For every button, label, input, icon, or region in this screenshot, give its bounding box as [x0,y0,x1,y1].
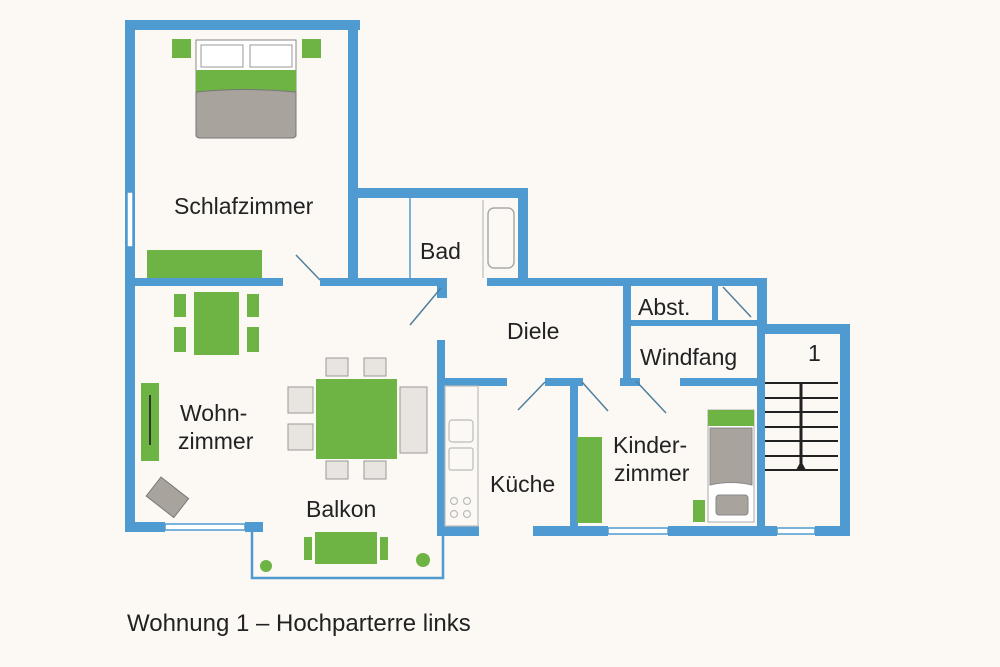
bed-cover [195,89,297,139]
wardrobe [577,437,602,523]
wall [623,286,631,382]
room-label-kinderzimmer-1: Kinder- [613,432,688,458]
wall [348,188,528,198]
dining-table [316,379,397,459]
chair [325,357,349,377]
kitchen-counter [444,385,479,527]
chair [174,294,186,317]
burner [462,509,472,519]
balcony-table [315,532,377,564]
balcony-railing [250,530,445,580]
bed-cover [709,427,753,486]
chair [363,460,387,480]
chair [380,537,388,560]
window [607,527,669,535]
burner [449,509,459,519]
wall [125,20,135,530]
sink [448,447,474,471]
burner [449,496,459,506]
wall [757,324,850,334]
wall [245,522,263,532]
stair-arrow-head-icon [796,461,806,470]
wall [125,522,165,532]
wardrobe [147,250,262,278]
plan-caption: Wohnung 1 – Hochparterre links [127,610,471,637]
room-label-abst: Abst. [638,294,691,320]
chair [325,460,349,480]
wall [348,20,358,282]
toy-box [715,494,749,516]
room-label-schlafzimmer: Schlafzimmer [174,193,314,219]
wall [757,324,765,536]
window [126,191,134,248]
pillow [200,44,244,68]
wall [570,378,578,528]
wall [815,526,850,536]
wall [125,278,283,286]
armchair [145,476,190,519]
nightstand [172,39,191,58]
chair [363,357,387,377]
counter [444,385,479,527]
windows [126,191,816,535]
room-label-diele: Diele [507,318,560,344]
wall [437,526,479,536]
door-swing [295,254,321,281]
chair [287,423,314,451]
wall [631,320,761,326]
room-label-kinderzimmer-2: zimmer [614,460,690,486]
door-swing [581,381,609,412]
door-swing [635,380,667,414]
desk [194,292,239,355]
door-swing [722,286,752,318]
room-label-bad: Bad [420,238,461,264]
window [776,527,816,535]
stairs [765,382,838,471]
pillow [249,44,293,68]
nightstand [302,39,321,58]
walls [125,20,850,536]
bench [399,386,428,454]
wall [125,20,360,30]
wall [437,340,445,536]
wall [545,378,583,386]
chair [247,327,259,352]
burner [462,496,472,506]
room-label-balkon: Balkon [306,496,377,522]
door-swing [517,381,546,411]
chair [174,327,186,352]
room-label-windfang: Windfang [640,344,738,370]
wall [437,278,447,298]
door-swings [295,254,752,414]
chair [304,537,312,560]
bathtub [487,207,515,269]
wall [442,378,507,386]
door-swing [409,287,442,326]
plant [260,560,272,572]
wall [680,378,760,386]
room-label-wohnzimmer-1: Wohn- [180,400,248,426]
room-label-kueche: Küche [490,471,556,497]
wall [757,526,777,536]
wall [840,324,850,536]
room-label-wohnzimmer-2: zimmer [178,428,254,454]
wall [620,378,640,386]
wall [320,278,445,286]
plant [416,553,430,567]
wall [712,286,718,324]
blanket [196,70,296,92]
window [164,523,246,531]
stair-number: 1 [808,340,821,366]
wall [757,278,767,328]
wall [518,188,528,280]
wall [533,526,608,536]
wall [487,278,767,286]
chair [247,294,259,317]
dining-chairs [287,357,428,480]
chair [287,386,314,414]
wall [668,526,763,536]
pillow [708,410,754,426]
nightstand [693,500,705,522]
sink [448,419,474,443]
